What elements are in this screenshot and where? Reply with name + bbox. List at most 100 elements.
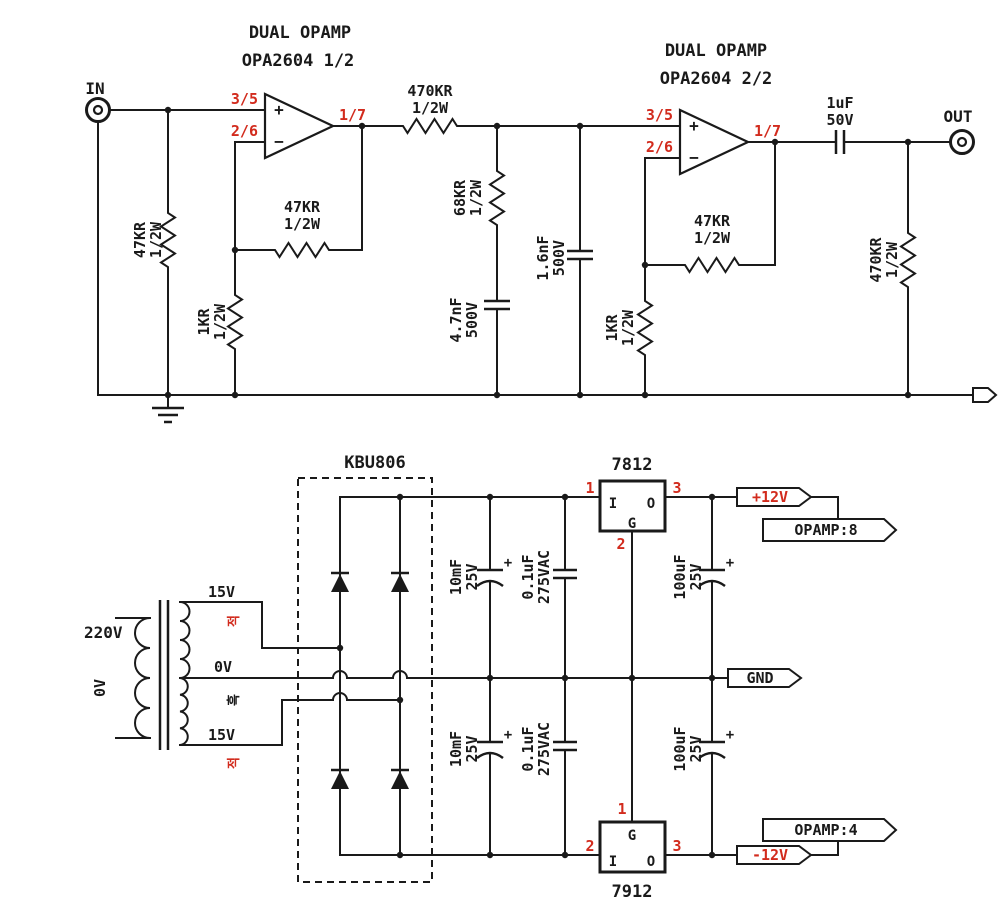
c-filter-pos-plus-sign: + (504, 555, 512, 571)
out-terminal-center (956, 136, 968, 148)
junction-dot (358, 122, 366, 130)
opamp1-minus-sign: − (274, 132, 284, 151)
regulator-7912-box (598, 820, 667, 874)
c-filter-neg-value: 10mF (447, 731, 465, 767)
opamp2-pin-output: 1/7 (754, 122, 781, 140)
opamp2-pin-noninverting: 3/5 (646, 106, 673, 124)
junction-dot (396, 493, 404, 501)
opamp2-minus-sign: − (689, 148, 699, 167)
r-input-value: 47KR (131, 221, 149, 258)
junction-dot (561, 674, 569, 682)
secondary-bottom-voltage-label: 15V (208, 726, 235, 744)
in-terminal-center (92, 104, 104, 116)
regulator-7912-label: 7912 (612, 882, 653, 902)
r-gnd2-value: 1KR (603, 313, 621, 341)
opamp1-symbol (263, 92, 336, 160)
c-film-neg-rating: 275VAC (535, 722, 553, 776)
diode-symbol (391, 574, 409, 592)
regulator-7912-pin2: 2 (585, 837, 594, 855)
gnd-tag (727, 668, 803, 688)
c-out-rating: 50V (826, 111, 853, 129)
junction-dot (708, 674, 716, 682)
c-film-pos-value: 0.1uF (519, 554, 537, 599)
in-terminal-label: IN (85, 79, 104, 98)
r-gnd1-value: 1KR (195, 307, 213, 335)
c-shunt2-rating: 500V (550, 240, 568, 276)
regulator-7812-in-letter: I (609, 496, 617, 512)
op8-tag-label: OPAMP:8 (794, 521, 857, 539)
resistor-r-fb1 (272, 241, 332, 259)
ground-symbol (152, 406, 184, 424)
junction-dot (486, 493, 494, 501)
wire-color-mark-mid: 흑 (226, 694, 242, 706)
regulator-7812-gnd-letter: G (628, 516, 636, 532)
out-terminal-label: OUT (944, 107, 973, 126)
junction-dot (561, 851, 569, 859)
junction-dot (486, 851, 494, 859)
junction-dot (904, 138, 912, 146)
opamp2-plus-sign: + (689, 116, 699, 135)
transformer-primary-winding (134, 617, 151, 739)
regulator-7912-out-letter: O (647, 854, 655, 870)
resistor-r-shunt (488, 168, 506, 228)
wire-color-mark-bottom: 적 (226, 757, 242, 769)
junction-dot (231, 246, 239, 254)
r-gnd2-rating: 1/2W (619, 309, 637, 346)
c-out-neg-rating: 25V (687, 735, 705, 762)
junction-dot (396, 696, 404, 704)
junction-dot (493, 122, 501, 130)
opamp1-title: DUAL OPAMP (249, 23, 351, 43)
secondary-center-tap-label: 0V (214, 658, 232, 676)
junction-dots (164, 106, 912, 399)
op4-tag (762, 818, 898, 842)
c-film-neg-value: 0.1uF (519, 726, 537, 771)
bridge-outline (297, 477, 433, 883)
junction-dot (904, 391, 912, 399)
resistor-r-input (159, 210, 177, 270)
c-film-pos-rating: 275VAC (535, 550, 553, 604)
wire-color-mark-top: 적 (226, 615, 242, 627)
r-fb2-rating: 1/2W (694, 229, 731, 247)
transformer-secondary-winding (179, 601, 191, 746)
junction-dot (164, 391, 172, 399)
bridge-label: KBU806 (344, 453, 405, 473)
regulator-7912-in-letter: I (609, 854, 617, 870)
n12-tag-label: -12V (752, 846, 788, 864)
c-filter-pos-rating: 25V (463, 563, 481, 590)
junction-dot (641, 391, 649, 399)
c-out-pos-plus-sign: + (726, 555, 734, 571)
c-shunt1-value: 4.7nF (447, 297, 465, 342)
opamp1-part-number: OPA2604 1/2 (242, 51, 355, 71)
n12-tag (736, 845, 813, 865)
diode-cathode-bars (331, 571, 409, 772)
p12-tag-label: +12V (752, 488, 788, 506)
resistor-r-out (899, 230, 917, 290)
regulator-7912-gnd-letter: G (628, 828, 636, 844)
junction-dot (708, 851, 716, 859)
junction-dot (576, 122, 584, 130)
r-series-value: 470KR (407, 82, 453, 100)
resistor-r-fb2 (682, 256, 742, 274)
opamp2-title: DUAL OPAMP (665, 41, 767, 61)
junction-dot (576, 391, 584, 399)
junction-dot (708, 493, 716, 501)
gnd-tag-label: GND (746, 669, 773, 687)
opamp1-pin-output: 1/7 (339, 106, 366, 124)
c-filter-neg-rating: 25V (463, 735, 481, 762)
junction-dot (561, 493, 569, 501)
r-series-rating: 1/2W (412, 99, 449, 117)
transformer-core (158, 600, 170, 750)
opamp1-pin-noninverting: 3/5 (231, 90, 258, 108)
c-filter-pos-value: 10mF (447, 559, 465, 595)
p12-tag (736, 487, 813, 507)
junction-dot (231, 391, 239, 399)
junction-dot (641, 261, 649, 269)
regulator-7912-pin1: 1 (617, 800, 626, 818)
bus-arrow (972, 387, 998, 403)
capacitor-plates (484, 130, 846, 311)
r-shunt-rating: 1/2W (467, 179, 485, 216)
c-out-value: 1uF (826, 94, 853, 112)
c-shunt2-value: 1.6nF (534, 235, 552, 280)
